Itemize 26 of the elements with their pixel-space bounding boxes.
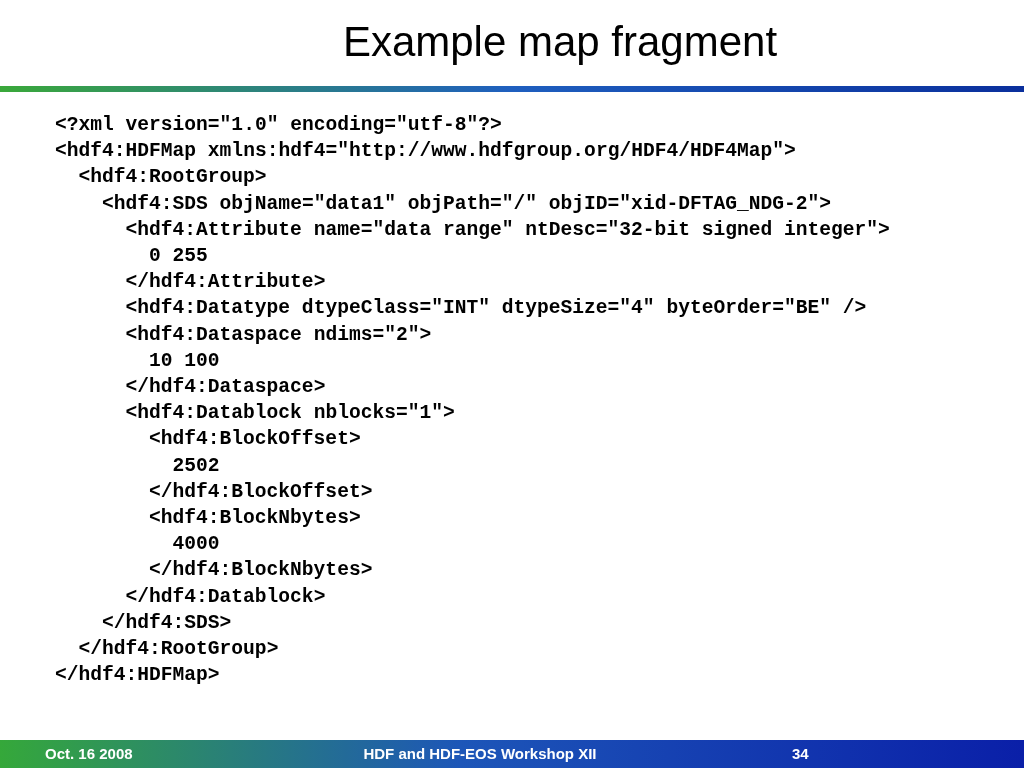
code-line: </hdf4:SDS> (102, 611, 232, 634)
code-line: 10 100 (149, 349, 220, 372)
code-line: <hdf4:Attribute name="data range" ntDesc="32-bit signed integer"> (125, 218, 890, 241)
code-line: <hdf4:BlockNbytes> (149, 507, 361, 529)
code-line: </hdf4:BlockOffset> (149, 480, 373, 503)
code-line: <hdf4:SDS objName="data1" objPath="/" objID="xid-DFTAG_NDG-2"> (102, 192, 831, 215)
code-line: 2502 (172, 454, 220, 477)
code-line: <hdf4:HDFMap xmlns:hdf4="http://www.hdfgroup.org/HDF4/HDF4Map"> (55, 140, 796, 163)
slide-title: Example map fragment (341, 18, 779, 66)
code-line: </hdf4:HDFMap> (55, 664, 220, 687)
code-line: </hdf4:Dataspace> (125, 376, 326, 398)
page-number: 34 (792, 745, 809, 763)
code-line: <hdf4:Datablock nblocks="1"> (125, 402, 455, 425)
code-line: <hdf4:BlockOffset> (149, 428, 361, 451)
footer-event: HDF and HDF-EOS Workshop XII (362, 745, 598, 763)
code-line: 4000 (172, 533, 220, 556)
code-line: </hdf4:BlockNbytes> (149, 559, 373, 582)
code-line: <hdf4:RootGroup> (78, 166, 267, 189)
code-line: 0 255 (149, 245, 208, 267)
code-line: <?xml version="1.0" encoding="utf-8"?> (55, 114, 502, 136)
code-line: </hdf4:RootGroup> (78, 638, 279, 660)
code-line: </hdf4:Attribute> (125, 271, 326, 294)
code-line: </hdf4:Datablock> (125, 585, 326, 608)
footer-date: Oct. 16 2008 (45, 745, 133, 763)
code-line: <hdf4:Datatype dtypeClass="INT" dtypeSize="4" byteOrder="BE" /> (125, 297, 867, 320)
code-line: <hdf4:Dataspace ndims="2"> (125, 323, 432, 346)
